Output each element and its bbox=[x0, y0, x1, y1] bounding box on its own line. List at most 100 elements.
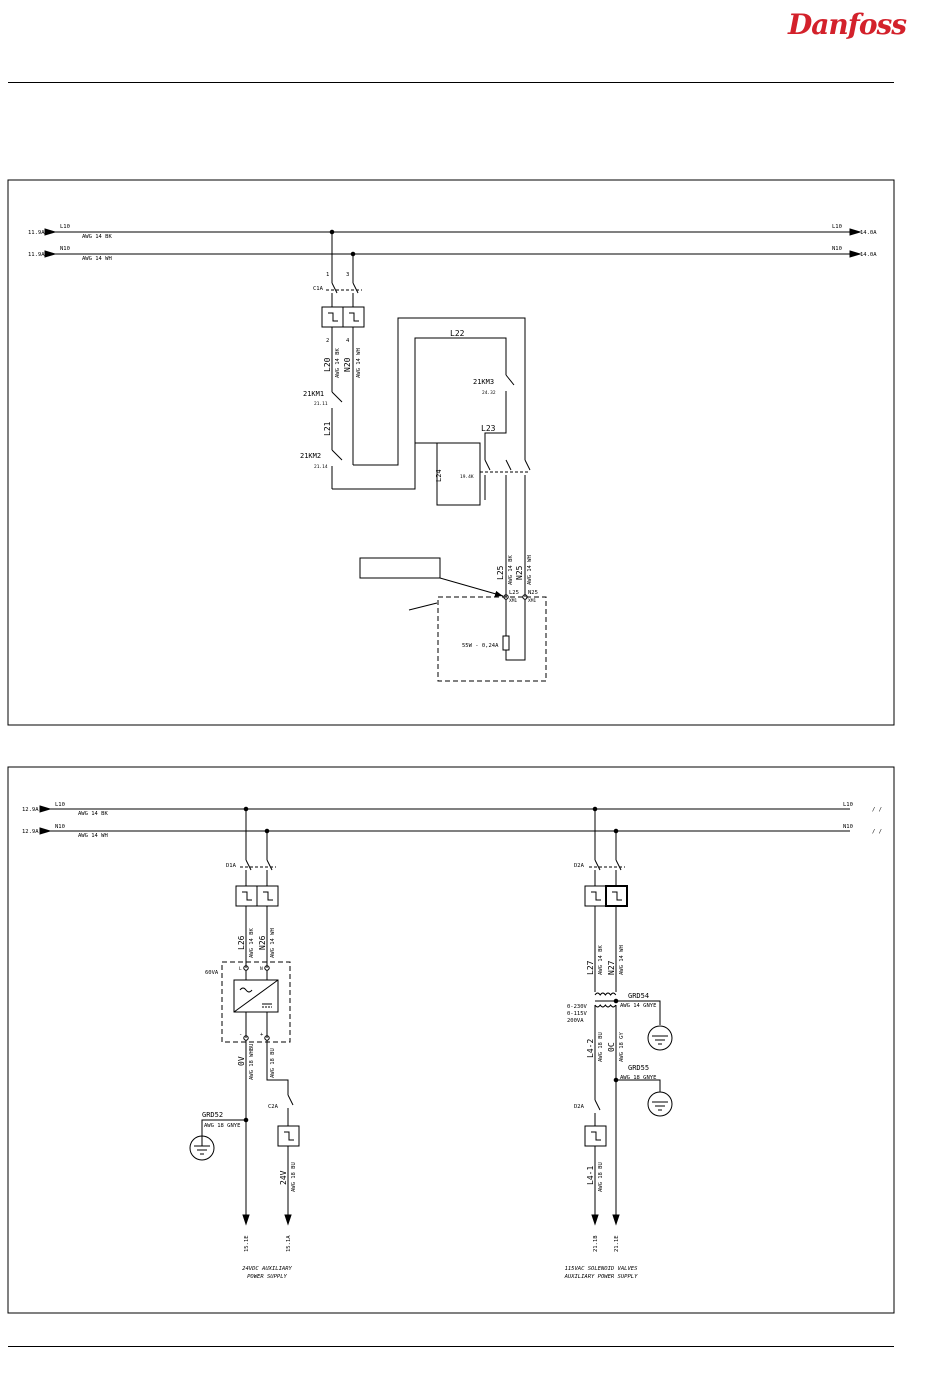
wire-0c-cable: AWG 18 GY bbox=[619, 1032, 625, 1062]
km4-ref: 19.4K bbox=[460, 474, 474, 480]
breaker-d1a-contact-2 bbox=[266, 859, 273, 871]
wire-l4-2-cable: AWG 18 BU bbox=[598, 1032, 604, 1062]
ground-grd52-cable: AWG 18 GNYE bbox=[204, 1123, 240, 1129]
terminal-n25-label: N25 bbox=[528, 590, 538, 596]
psu-converter bbox=[233, 979, 279, 1013]
transformer-power: 200VA bbox=[567, 1018, 584, 1024]
bus2-right-n10: N10 bbox=[843, 824, 853, 830]
psu-pin-minus: - bbox=[239, 1032, 242, 1038]
wire-n26: N26 bbox=[258, 935, 267, 950]
wire-24v-cable: AWG 18 BU bbox=[291, 1162, 297, 1192]
breaker-c2a-label: C2A bbox=[268, 1104, 279, 1110]
end-21-1e: 21.1E bbox=[614, 1235, 620, 1252]
bus-l10-cable: AWG 14 BK bbox=[82, 234, 112, 240]
logo-text: Danfoss bbox=[788, 8, 907, 41]
wire-n25: N25 bbox=[515, 565, 524, 580]
arrow-15-1a bbox=[284, 1214, 292, 1226]
arrow-in-l10 bbox=[44, 228, 57, 236]
arrow2-in-n10 bbox=[39, 827, 52, 835]
bus2-l10-cable: AWG 14 BK bbox=[78, 811, 108, 817]
psu-pin-l: L bbox=[239, 966, 242, 972]
wire-l27: L27 bbox=[586, 960, 595, 975]
arrow-15-1e bbox=[242, 1214, 250, 1226]
wire-l23: L23 bbox=[481, 424, 496, 433]
wire-l4-1: L4-1 bbox=[586, 1166, 595, 1185]
bus-l10-name: L10 bbox=[60, 224, 70, 230]
diagram-2 bbox=[7, 766, 895, 1314]
relay-21km3-label: 21KM3 bbox=[473, 378, 494, 386]
wire-n27-cable: AWG 14 WH bbox=[619, 945, 625, 975]
ground-grd55-label: GRD55 bbox=[628, 1064, 649, 1072]
pin-1: 1 bbox=[326, 272, 329, 278]
breaker-d2a-label: D2A bbox=[574, 863, 585, 869]
wire-l26-cable: AWG 14 BK bbox=[249, 928, 255, 958]
wire-0v-cable: AWG 18 WHBU bbox=[249, 1044, 255, 1080]
term-in-l10: 11.9A bbox=[28, 230, 45, 236]
relay-21km1-ref: 21.11 bbox=[314, 401, 328, 407]
diagram-2-frame bbox=[7, 766, 895, 1314]
breaker-c1a-contact-1 bbox=[331, 282, 338, 294]
pin-3: 3 bbox=[346, 272, 349, 278]
term-out-l10: 14.0A bbox=[860, 230, 877, 236]
arrow-21-1e bbox=[612, 1214, 620, 1226]
terminal-l25-label: L25 bbox=[509, 590, 519, 596]
term-in-n10: 11.9A bbox=[28, 252, 45, 258]
term2-in-l10: 12.9A bbox=[22, 807, 39, 813]
wire-0v: 0V bbox=[237, 1056, 246, 1066]
breaker-d2a-contact-1 bbox=[594, 859, 601, 871]
pin-4: 4 bbox=[346, 338, 350, 344]
relay-21km3-contact bbox=[505, 374, 515, 386]
wire-l20: L20 bbox=[323, 357, 332, 372]
motor-label: 55W - 0,24A bbox=[462, 643, 499, 649]
wire-l27-cable: AWG 14 BK bbox=[598, 945, 604, 975]
wire-0c: 0C bbox=[607, 1042, 616, 1052]
bus-n10-name: N10 bbox=[60, 246, 70, 252]
relay-21km2-contact bbox=[331, 449, 343, 461]
term2-out-n10: / / bbox=[872, 829, 882, 835]
danfoss-logo: Danfoss bbox=[788, 8, 907, 48]
wire-l24: L24 bbox=[435, 469, 443, 482]
caption-24vdc-2: POWER SUPPLY bbox=[247, 1274, 287, 1280]
wire-n26-cable: AWG 14 WH bbox=[270, 928, 276, 958]
term2-out-l10: / / bbox=[872, 807, 882, 813]
ground-grd54-label: GRD54 bbox=[628, 992, 649, 1000]
breaker-d1a-contact-1 bbox=[245, 859, 252, 871]
bus2-n10-cable: AWG 14 WH bbox=[78, 833, 108, 839]
breaker-d2a-contact-2 bbox=[615, 859, 622, 871]
terminal-l25-xm1: XM1 bbox=[509, 598, 517, 604]
breaker-c1a-label: C1A bbox=[313, 286, 324, 292]
wire-l4-2: L4-2 bbox=[586, 1039, 595, 1058]
motor-fuse bbox=[502, 635, 510, 651]
footer-rule bbox=[8, 1346, 894, 1347]
bus2-n10-name: N10 bbox=[55, 824, 65, 830]
wire-n25-cable: AWG 14 WH bbox=[527, 555, 533, 585]
breaker-d2a-2-contact bbox=[594, 1099, 601, 1111]
ground-grd52-label: GRD52 bbox=[202, 1111, 223, 1119]
wire-l22: L22 bbox=[450, 329, 465, 338]
wire-bu-cable: AWG 18 BU bbox=[270, 1048, 276, 1078]
psu-pin-plus: + bbox=[260, 1032, 264, 1038]
transformer-secondary bbox=[594, 1004, 617, 1008]
wire-l25-cable: AWG 14 BK bbox=[508, 555, 514, 585]
terminal-n25-xm1: XM1 bbox=[528, 598, 536, 604]
relay-21km2-ref: 21.14 bbox=[314, 464, 328, 470]
diagram-1-frame bbox=[7, 179, 895, 726]
wire-24v: 24V bbox=[279, 1170, 288, 1185]
end-15-1e: 15.1E bbox=[244, 1235, 250, 1252]
bus2-right-l10: L10 bbox=[843, 802, 853, 808]
breaker-d1a-label: D1A bbox=[226, 863, 237, 869]
breaker-c2a-contact bbox=[287, 1094, 294, 1106]
relay-21km1-contact bbox=[331, 391, 343, 403]
diagram-2-labels: 12.9A 12.9A L10 AWG 14 BK N10 AWG 14 WH … bbox=[22, 802, 882, 1280]
bus-right-l10: L10 bbox=[832, 224, 842, 230]
wire-l26: L26 bbox=[237, 935, 246, 950]
wire-l4-1-cable: AWG 18 BU bbox=[598, 1162, 604, 1192]
callout-box bbox=[359, 557, 441, 579]
term-out-n10: 14.0A bbox=[860, 252, 877, 258]
pin-2: 2 bbox=[326, 338, 329, 344]
bus-n10-cable: AWG 14 WH bbox=[82, 256, 112, 262]
caption-115vac-1: 115VAC SOLENOID VALVES bbox=[565, 1266, 639, 1272]
ground-grd54 bbox=[647, 1025, 673, 1051]
bus-right-n10: N10 bbox=[832, 246, 842, 252]
